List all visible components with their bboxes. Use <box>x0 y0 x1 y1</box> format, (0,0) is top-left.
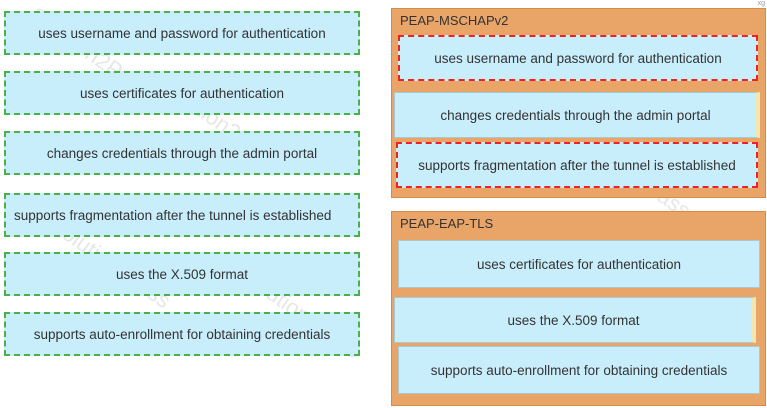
source-item[interactable]: uses username and password for authentic… <box>4 11 360 55</box>
target-panel-eap-tls[interactable]: PEAP-EAP-TLS uses certificates for authe… <box>391 211 766 406</box>
drop-slot-item[interactable]: uses the X.509 format <box>394 297 756 343</box>
target-panel-mschapv2[interactable]: PEAP-MSCHAPv2 uses username and password… <box>391 8 766 198</box>
drop-slot-item[interactable]: uses username and password for authentic… <box>398 35 758 81</box>
drop-slot-item[interactable]: uses certificates for authentication <box>398 240 760 288</box>
source-item[interactable]: uses certificates for authentication <box>4 71 360 115</box>
panel-title: PEAP-EAP-TLS <box>400 216 494 231</box>
source-item[interactable]: uses the X.509 format <box>4 252 360 296</box>
source-item[interactable]: supports fragmentation after the tunnel … <box>4 193 360 237</box>
drop-slot-item[interactable]: supports fragmentation after the tunnel … <box>396 142 758 188</box>
source-item[interactable]: changes credentials through the admin po… <box>4 131 360 175</box>
panel-title: PEAP-MSCHAPv2 <box>400 13 509 28</box>
drop-slot-item[interactable]: changes credentials through the admin po… <box>394 92 760 138</box>
drop-slot-item[interactable]: supports auto-enrollment for obtaining c… <box>398 346 760 394</box>
source-item[interactable]: supports auto-enrollment for obtaining c… <box>4 312 360 356</box>
corner-mark: xg <box>757 0 765 7</box>
